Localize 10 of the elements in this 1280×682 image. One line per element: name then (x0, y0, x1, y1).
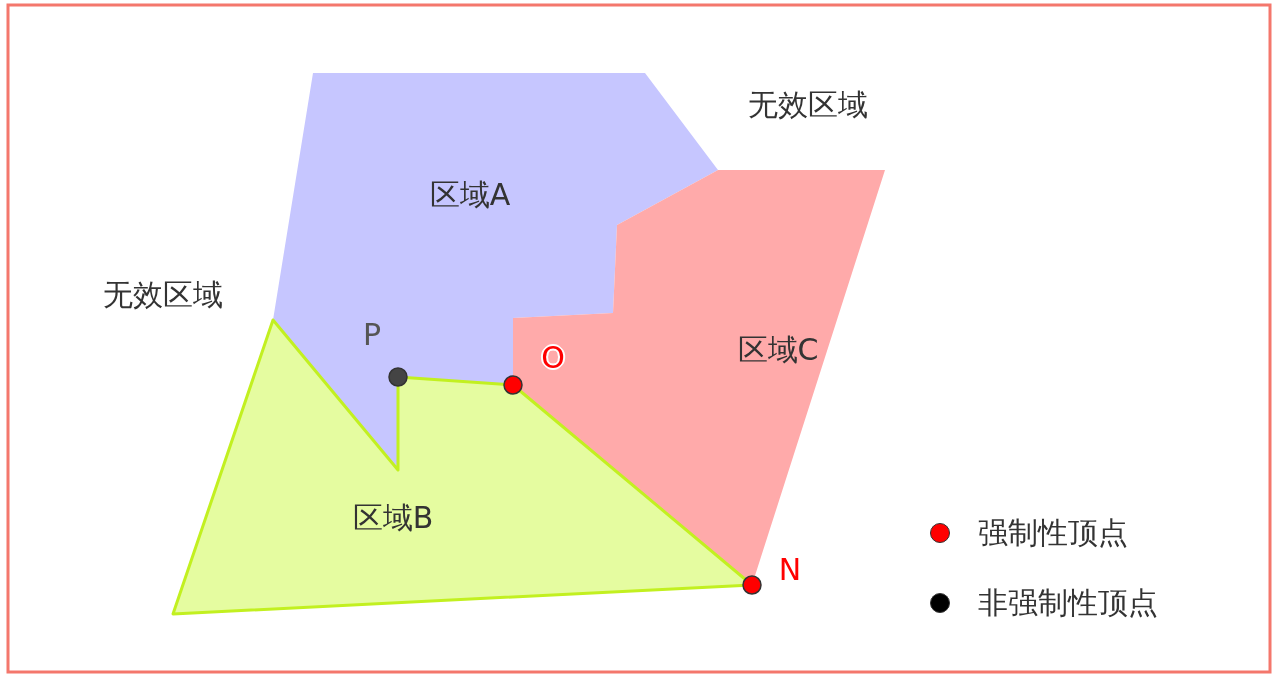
area-label: 无效区域 (748, 90, 868, 120)
area-label: 无效区域 (103, 280, 223, 310)
vertex-label: O (541, 343, 565, 373)
region-label: 区域A (429, 180, 511, 210)
region-label: 区域C (737, 335, 819, 365)
legend-text: 强制性顶点 (978, 518, 1128, 548)
vertex-label: N (778, 555, 802, 585)
region-label: 区域B (352, 503, 434, 533)
vertex-label: P (362, 320, 382, 350)
legend-text: 非强制性顶点 (978, 588, 1158, 618)
